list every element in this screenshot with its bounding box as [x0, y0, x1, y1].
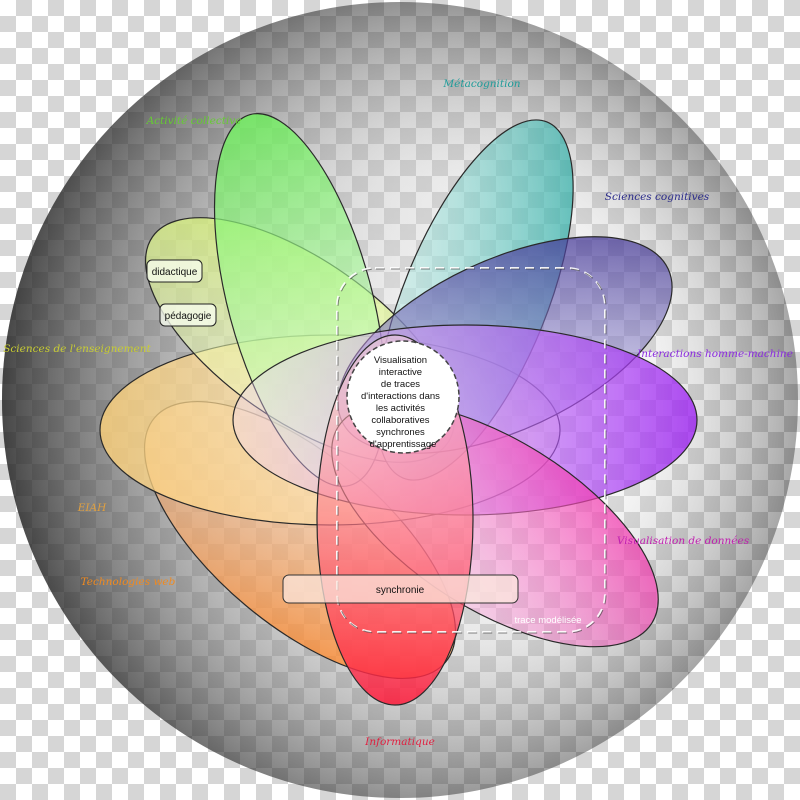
label-metacognition: Métacognition — [442, 78, 520, 90]
center-text: Visualisation interactive de traces d'in… — [361, 348, 445, 450]
box-didactique: didactique — [146, 259, 203, 283]
label-eiah: EIAH — [77, 502, 107, 514]
trace-modelisee-label: trace modélisée — [514, 615, 581, 626]
label-visualisation-donnees: Visualisation de données — [617, 535, 750, 547]
label-activite-collective: Activité collective — [146, 115, 242, 127]
label-technologies-web: Technologies web — [81, 576, 176, 588]
box-didactique-label: didactique — [152, 267, 198, 278]
box-synchronie-label: synchronie — [376, 585, 425, 596]
label-interactions-homme-machine: Interactions homme-machine — [636, 348, 793, 360]
dashed-region-shadow — [337, 268, 607, 634]
box-pedagogie-label: pédagogie — [165, 311, 212, 322]
box-synchronie: synchronie — [282, 574, 519, 604]
label-sciences-cognitives: Sciences cognitives — [605, 191, 710, 203]
dashed-region — [336, 267, 606, 633]
center-circle — [346, 340, 460, 454]
label-sciences-enseignement: Sciences de l'enseignement — [3, 343, 151, 355]
box-pedagogie: pédagogie — [159, 303, 217, 327]
label-informatique: Informatique — [364, 736, 435, 748]
